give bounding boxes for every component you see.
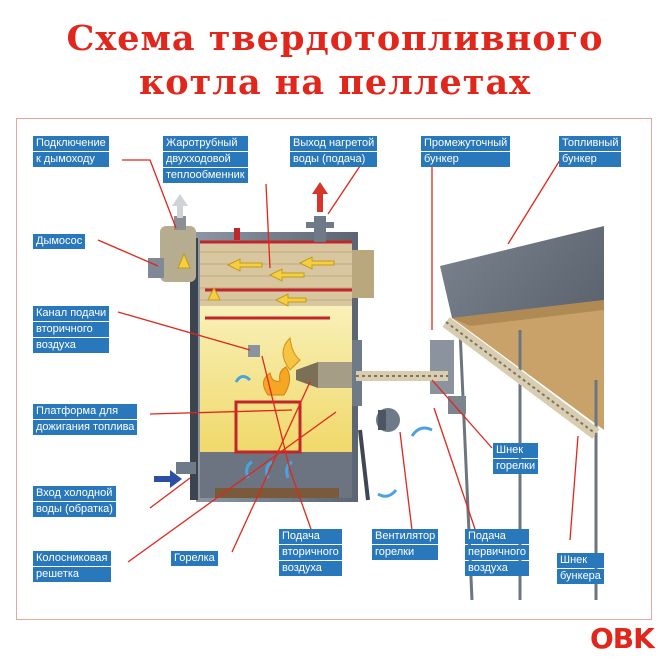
label-heat-exchanger-line1: Жаротрубный [163, 136, 248, 151]
label-chimney-line1: Подключение [33, 136, 109, 151]
chimney-arrow-icon [172, 194, 188, 218]
title-line-2: котла на пеллетах [138, 62, 532, 103]
label-hot-water-line1: Выход нагретой [290, 136, 378, 151]
label-secondary-air-line1: Подача [279, 529, 342, 544]
label-hopper-auger: Шнек бункера [554, 552, 607, 586]
label-secondary-air-channel-line3: воздуха [33, 338, 110, 353]
label-burner-fan-line1: Вентилятор [372, 529, 439, 544]
label-primary-air-line1: Подача [465, 529, 529, 544]
label-heat-exchanger: Жаротрубный двухходовой теплообменник [160, 135, 251, 185]
label-burner-line1: Горелка [171, 551, 218, 566]
label-heat-exchanger-line3: теплообменник [163, 168, 248, 183]
label-intermediate-hopper: Промежуточный бункер [418, 135, 513, 169]
label-afterburn-platform: Платформа для дожигания топлива [30, 403, 140, 437]
flow-arrows [177, 252, 335, 307]
label-grate: Колосниковая решетка [30, 550, 114, 584]
label-burner: Горелка [168, 550, 221, 568]
label-exhauster: Дымосос [30, 233, 88, 251]
label-burner-auger: Шнек горелки [490, 442, 541, 476]
brand-logo: OBK [590, 622, 655, 655]
hopper-auger [430, 317, 600, 439]
label-cold-water-line1: Вход холодной [33, 486, 116, 501]
label-burner-fan-line2: горелки [372, 545, 439, 560]
label-afterburn-platform-line2: дожигания топлива [33, 420, 138, 435]
label-fuel-hopper-line2: бункер [559, 152, 622, 167]
label-hot-water-line2: воды (подача) [290, 152, 378, 167]
air-arrows [234, 375, 433, 498]
label-hopper-auger-line2: бункера [557, 569, 604, 584]
label-chimney-connection: Подключение к дымоходу [30, 135, 112, 169]
hot-water-arrow-icon [312, 182, 328, 212]
label-chimney-line2: к дымоходу [33, 152, 109, 167]
label-hopper-auger-line1: Шнек [557, 553, 604, 568]
diagram-frame [16, 118, 652, 620]
label-secondary-air-channel-line1: Канал подачи [33, 306, 110, 321]
label-intermediate-hopper-line2: бункер [421, 152, 511, 167]
label-grate-line2: решетка [33, 567, 111, 582]
leader-lines [97, 159, 579, 563]
label-cold-water-line2: воды (обратка) [33, 502, 116, 517]
label-secondary-air-line3: воздуха [279, 561, 342, 576]
label-burner-auger-line1: Шнек [493, 443, 539, 458]
label-exhauster-line1: Дымосос [33, 234, 86, 249]
title-line-1: Схема твердотопливного [66, 18, 604, 59]
label-intermediate-hopper-line1: Промежуточный [421, 136, 511, 151]
label-burner-fan: Вентилятор горелки [369, 528, 441, 562]
label-secondary-air-line2: вторичного [279, 545, 342, 560]
label-secondary-air-channel-line2: вторичного [33, 322, 110, 337]
label-cold-water-inlet: Вход холодной воды (обратка) [30, 485, 119, 519]
label-burner-auger-line2: горелки [493, 459, 539, 474]
label-grate-line1: Колосниковая [33, 551, 111, 566]
label-heat-exchanger-line2: двухходовой [163, 152, 248, 167]
label-primary-air-line3: воздуха [465, 561, 529, 576]
label-primary-air-supply: Подача первичного воздуха [462, 528, 532, 578]
label-secondary-air-channel: Канал подачи вторичного воздуха [30, 305, 112, 355]
cold-water-arrow-icon [154, 470, 182, 488]
fuel-hopper [440, 226, 604, 601]
label-primary-air-line2: первичного [465, 545, 529, 560]
label-secondary-air-supply: Подача вторичного воздуха [276, 528, 345, 578]
label-fuel-hopper-line1: Топливный [559, 136, 622, 151]
label-fuel-hopper: Топливный бункер [556, 135, 624, 169]
label-afterburn-platform-line1: Платформа для [33, 404, 138, 419]
label-hot-water-outlet: Выход нагретой воды (подача) [287, 135, 380, 169]
